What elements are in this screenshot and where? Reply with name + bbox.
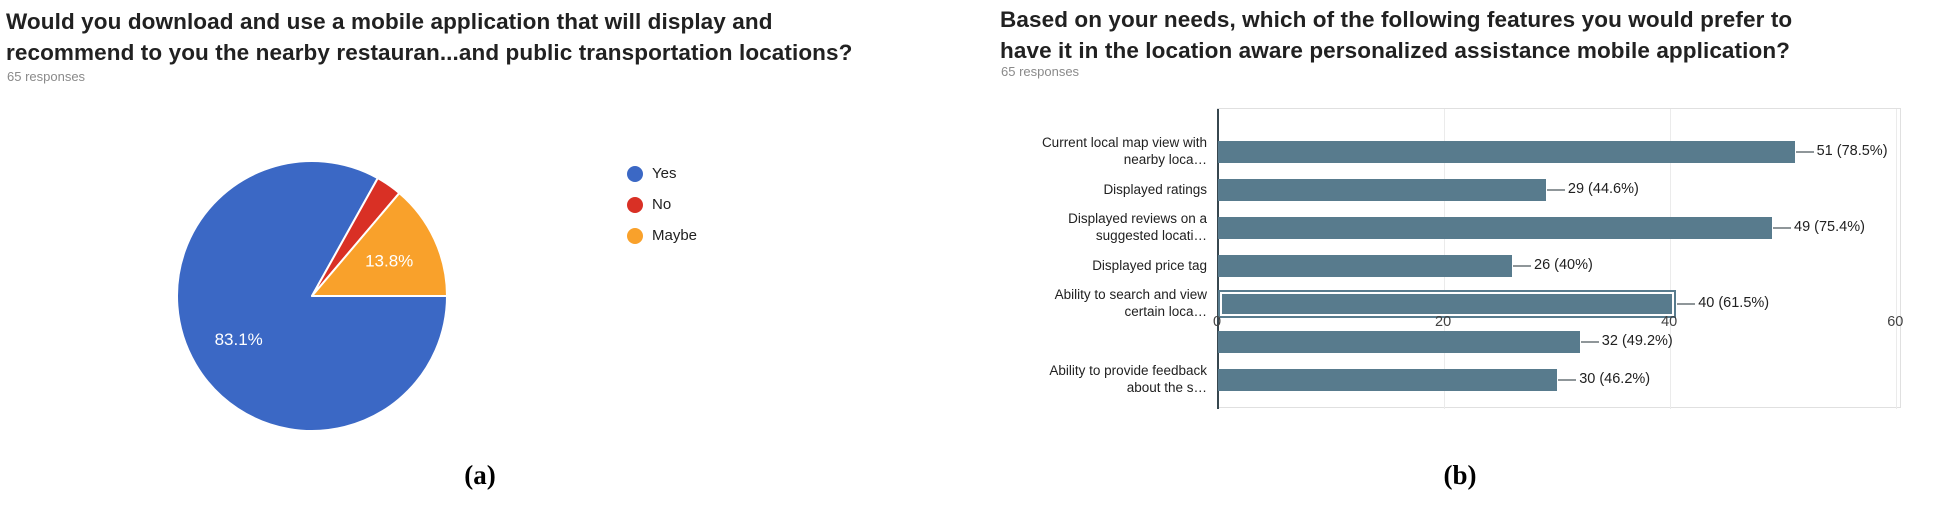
legend-label-yes: Yes	[652, 165, 677, 182]
bar-value-label-6: 30 (46.2%)	[1579, 371, 1651, 387]
pie-slice-maybe[interactable]	[311, 192, 448, 297]
legend-dot-no	[627, 196, 643, 213]
value-leader-line-4	[1677, 303, 1696, 305]
bar-row-3[interactable]	[1218, 255, 1512, 277]
x-tick-label-60: 60	[1887, 314, 1904, 330]
bar-chart-title-line2: have it in the location aware personaliz…	[1000, 38, 1791, 63]
legend-dot-yes	[627, 165, 643, 182]
pie-slice-label-yes: 83.1%	[215, 330, 263, 349]
bar-chart-panel: Based on your needs, which of the follow…	[990, 0, 1948, 511]
bar-value-label-0: 51 (78.5%)	[1816, 143, 1888, 159]
bar-row-6[interactable]	[1218, 369, 1558, 391]
x-tick-label-0: 0	[1212, 314, 1222, 330]
bar-chart-title-line1: Based on your needs, which of the follow…	[1000, 7, 1793, 32]
bar-value-label-2: 49 (75.4%)	[1794, 219, 1865, 235]
gridline-x-60	[1896, 109, 1898, 409]
value-leader-line-5	[1580, 341, 1599, 343]
legend-item-no: No	[627, 189, 697, 220]
bar-chart-title: Based on your needs, which of the follow…	[1000, 4, 1792, 66]
pie-chart-title: Would you download and use a mobile appl…	[6, 6, 852, 68]
value-leader-line-6	[1558, 379, 1577, 381]
bar-row-4[interactable]	[1218, 290, 1677, 318]
legend-label-maybe: Maybe	[652, 227, 698, 244]
legend-label-no: No	[652, 196, 672, 213]
bar-category-label-1: Displayed ratings	[1103, 181, 1207, 197]
legend-item-yes: Yes	[627, 158, 697, 189]
bar-row-2[interactable]	[1218, 217, 1772, 239]
bar-row-0[interactable]	[1218, 141, 1795, 163]
legend-item-maybe: Maybe	[627, 220, 697, 251]
legend-dot-maybe	[627, 227, 643, 244]
pie-slice-label-maybe: 13.8%	[365, 251, 413, 270]
x-tick-label-20: 20	[1435, 314, 1452, 330]
bar-value-label-1: 29 (44.6%)	[1567, 181, 1639, 197]
bar-chart-plot-area: 51 (78.5%) 29 (44.6%) 49 (75.4%) 26 (40%) 40…	[1217, 108, 1901, 409]
pie-chart-title-line1: Would you download and use a mobile appl…	[6, 9, 773, 34]
bar-row-1[interactable]	[1218, 179, 1546, 201]
gridline-x-40	[1670, 109, 1672, 409]
bar-chart-response-count: 65 responses	[1001, 64, 1080, 79]
pie-chart-title-line2: recommend to you the nearby restauran...…	[6, 40, 853, 65]
value-leader-line-0	[1795, 151, 1814, 153]
bar-row-5[interactable]	[1218, 331, 1580, 353]
bar-category-label-3: Displayed price tag	[1092, 257, 1207, 273]
figure-caption-b: (b)	[1443, 460, 1477, 490]
bar-value-label-3: 26 (40%)	[1534, 257, 1593, 273]
value-leader-line-1	[1546, 189, 1565, 191]
pie-chart-response-count: 65 responses	[7, 69, 86, 84]
value-leader-line-3	[1513, 265, 1531, 267]
bar-value-label-4: 40 (61.5%)	[1698, 295, 1770, 311]
pie-chart: 83.1% 13.8%	[176, 160, 448, 432]
x-tick-label-40: 40	[1661, 314, 1678, 330]
value-leader-line-2	[1773, 227, 1791, 229]
pie-chart-panel: Would you download and use a mobile appl…	[6, 6, 852, 490]
bar-value-label-5: 32 (49.2%)	[1601, 333, 1673, 349]
figure-caption-a: (a)	[464, 460, 496, 490]
